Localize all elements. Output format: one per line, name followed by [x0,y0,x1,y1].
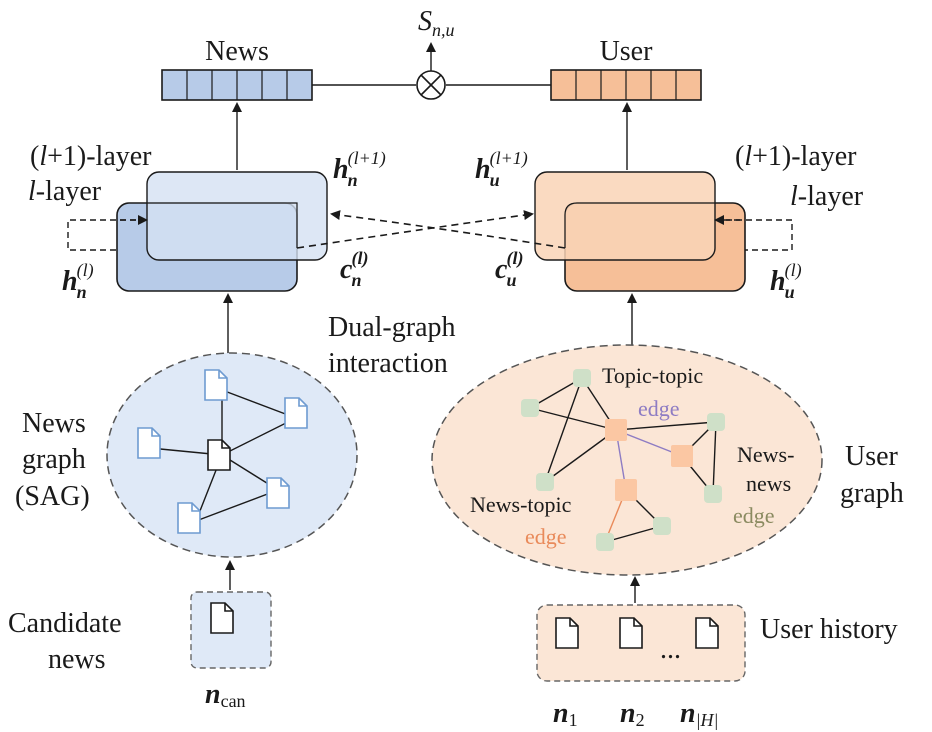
news-vector [161,69,313,101]
n-can-label: ncan [205,679,246,711]
user-vector-label: User [600,36,654,67]
news-to-user-interaction-arrow [296,210,534,249]
history-doc-icon-2 [619,617,643,649]
user-l-layer-label: l-layer [790,181,864,212]
user-to-news-interaction-arrow [330,210,566,249]
news-topic-label: News-topic [470,492,572,517]
user-graph-topic-nodes [605,419,693,501]
n2-label: n2 [620,698,645,730]
user-graph-label-1: User [845,441,899,472]
news-graph-label-3: (SAG) [15,481,90,512]
user-vector [550,69,702,101]
h-n-l1-label: hn(l+1) [333,148,386,190]
news-recurrent-loop [67,219,146,251]
c-n-label: cn(l) [340,248,368,290]
user-recurrent-loop [716,219,793,251]
product-icon [416,70,446,100]
dual-graph-label-1: Dual-graph [328,312,456,343]
news-l1-layer-label: (l+1)-layer [30,141,152,172]
n1-label: n1 [553,698,578,730]
user-graph-news-nodes [521,369,725,551]
user-history-label: User history [760,614,898,645]
candidate-doc-icon [210,602,234,634]
score-label: Sn,u [418,6,455,40]
user-l1-layer-label: (l+1)-layer [735,141,857,172]
h-u-l-label: hu(l) [770,260,802,302]
h-n-l-label: hn(l) [62,260,94,302]
dual-graph-label-2: interaction [328,348,448,379]
news-graph-label-2: graph [22,444,86,475]
news-news-label-2: news [746,471,791,496]
news-news-edge-label: edge [733,503,775,528]
history-doc-icon-3 [695,617,719,649]
news-vector-label: News [205,36,269,67]
news-topic-edge-label: edge [525,524,567,549]
news-l-layer-label: l-layer [28,176,102,207]
news-graph-label-1: News [22,408,86,439]
news-l-layer-outline [147,202,298,248]
h-u-l1-label: hu(l+1) [475,148,528,190]
news-news-label-1: News- [737,442,794,467]
user-l-layer-outline [564,202,715,248]
history-doc-icon-1 [555,617,579,649]
c-u-label: cu(l) [495,248,523,290]
candidate-label-2: news [48,644,106,675]
topic-topic-edge-label: edge [638,396,680,421]
candidate-label-1: Candidate [8,608,122,639]
history-ellipsis: ... [660,634,681,665]
topic-topic-label: Topic-topic [602,363,703,388]
nH-label: n|H| [680,698,718,730]
user-graph-label-2: graph [840,478,904,509]
